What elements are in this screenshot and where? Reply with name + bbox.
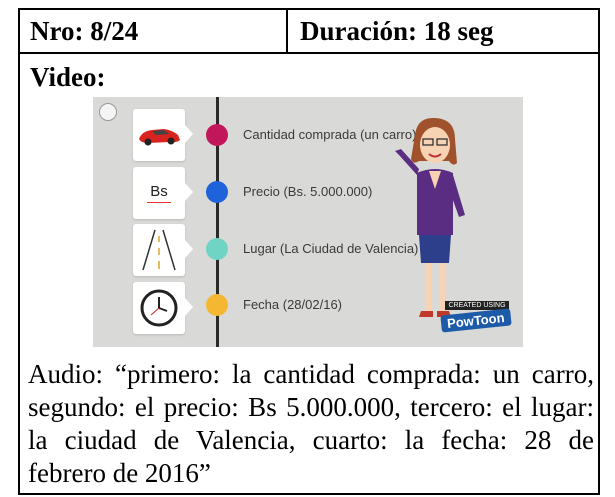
- header-divider: [20, 52, 598, 54]
- car-card: [133, 109, 193, 161]
- clock-card: [133, 282, 193, 334]
- bs-card: Bs: [133, 167, 193, 219]
- video-label: Video:: [30, 62, 106, 92]
- road-icon: [142, 229, 176, 271]
- timeline-dot-3: [206, 238, 228, 260]
- presenter-character-icon: [395, 117, 465, 317]
- palette-icon: [99, 103, 117, 121]
- timeline-line: [216, 97, 219, 347]
- item-text-3: Lugar (La Ciudad de Valencia): [243, 241, 419, 256]
- timeline-dot-2: [206, 181, 228, 203]
- timeline-dot-1: [206, 124, 228, 146]
- car-icon: [139, 129, 180, 146]
- storyboard-frame: Nro: 8/24 Duración: 18 seg Video: Audio:…: [18, 8, 600, 495]
- item-text-4: Fecha (28/02/16): [243, 297, 343, 312]
- powtoon-logo: PowToon: [440, 308, 512, 333]
- created-using-label: CREATED USING: [445, 301, 509, 310]
- road-card: [133, 224, 193, 276]
- clock-icon: [140, 289, 178, 327]
- video-thumbnail: Cantidad comprada (un carro) Bs Precio (…: [93, 97, 523, 347]
- timeline-dot-4: [206, 294, 228, 316]
- powtoon-watermark: CREATED USING PowToon: [440, 294, 512, 333]
- item-text-1: Cantidad comprada (un carro): [243, 127, 417, 142]
- scene-duration: Duración: 18 seg: [300, 15, 494, 46]
- bs-label: Bs: [150, 183, 168, 200]
- audio-transcript: Audio: “primero: la cantidad comprada: u…: [28, 359, 594, 488]
- bs-currency-icon: Bs: [147, 183, 171, 203]
- scene-number: Nro: 8/24: [20, 10, 288, 52]
- item-text-2: Precio (Bs. 5.000.000): [243, 184, 373, 199]
